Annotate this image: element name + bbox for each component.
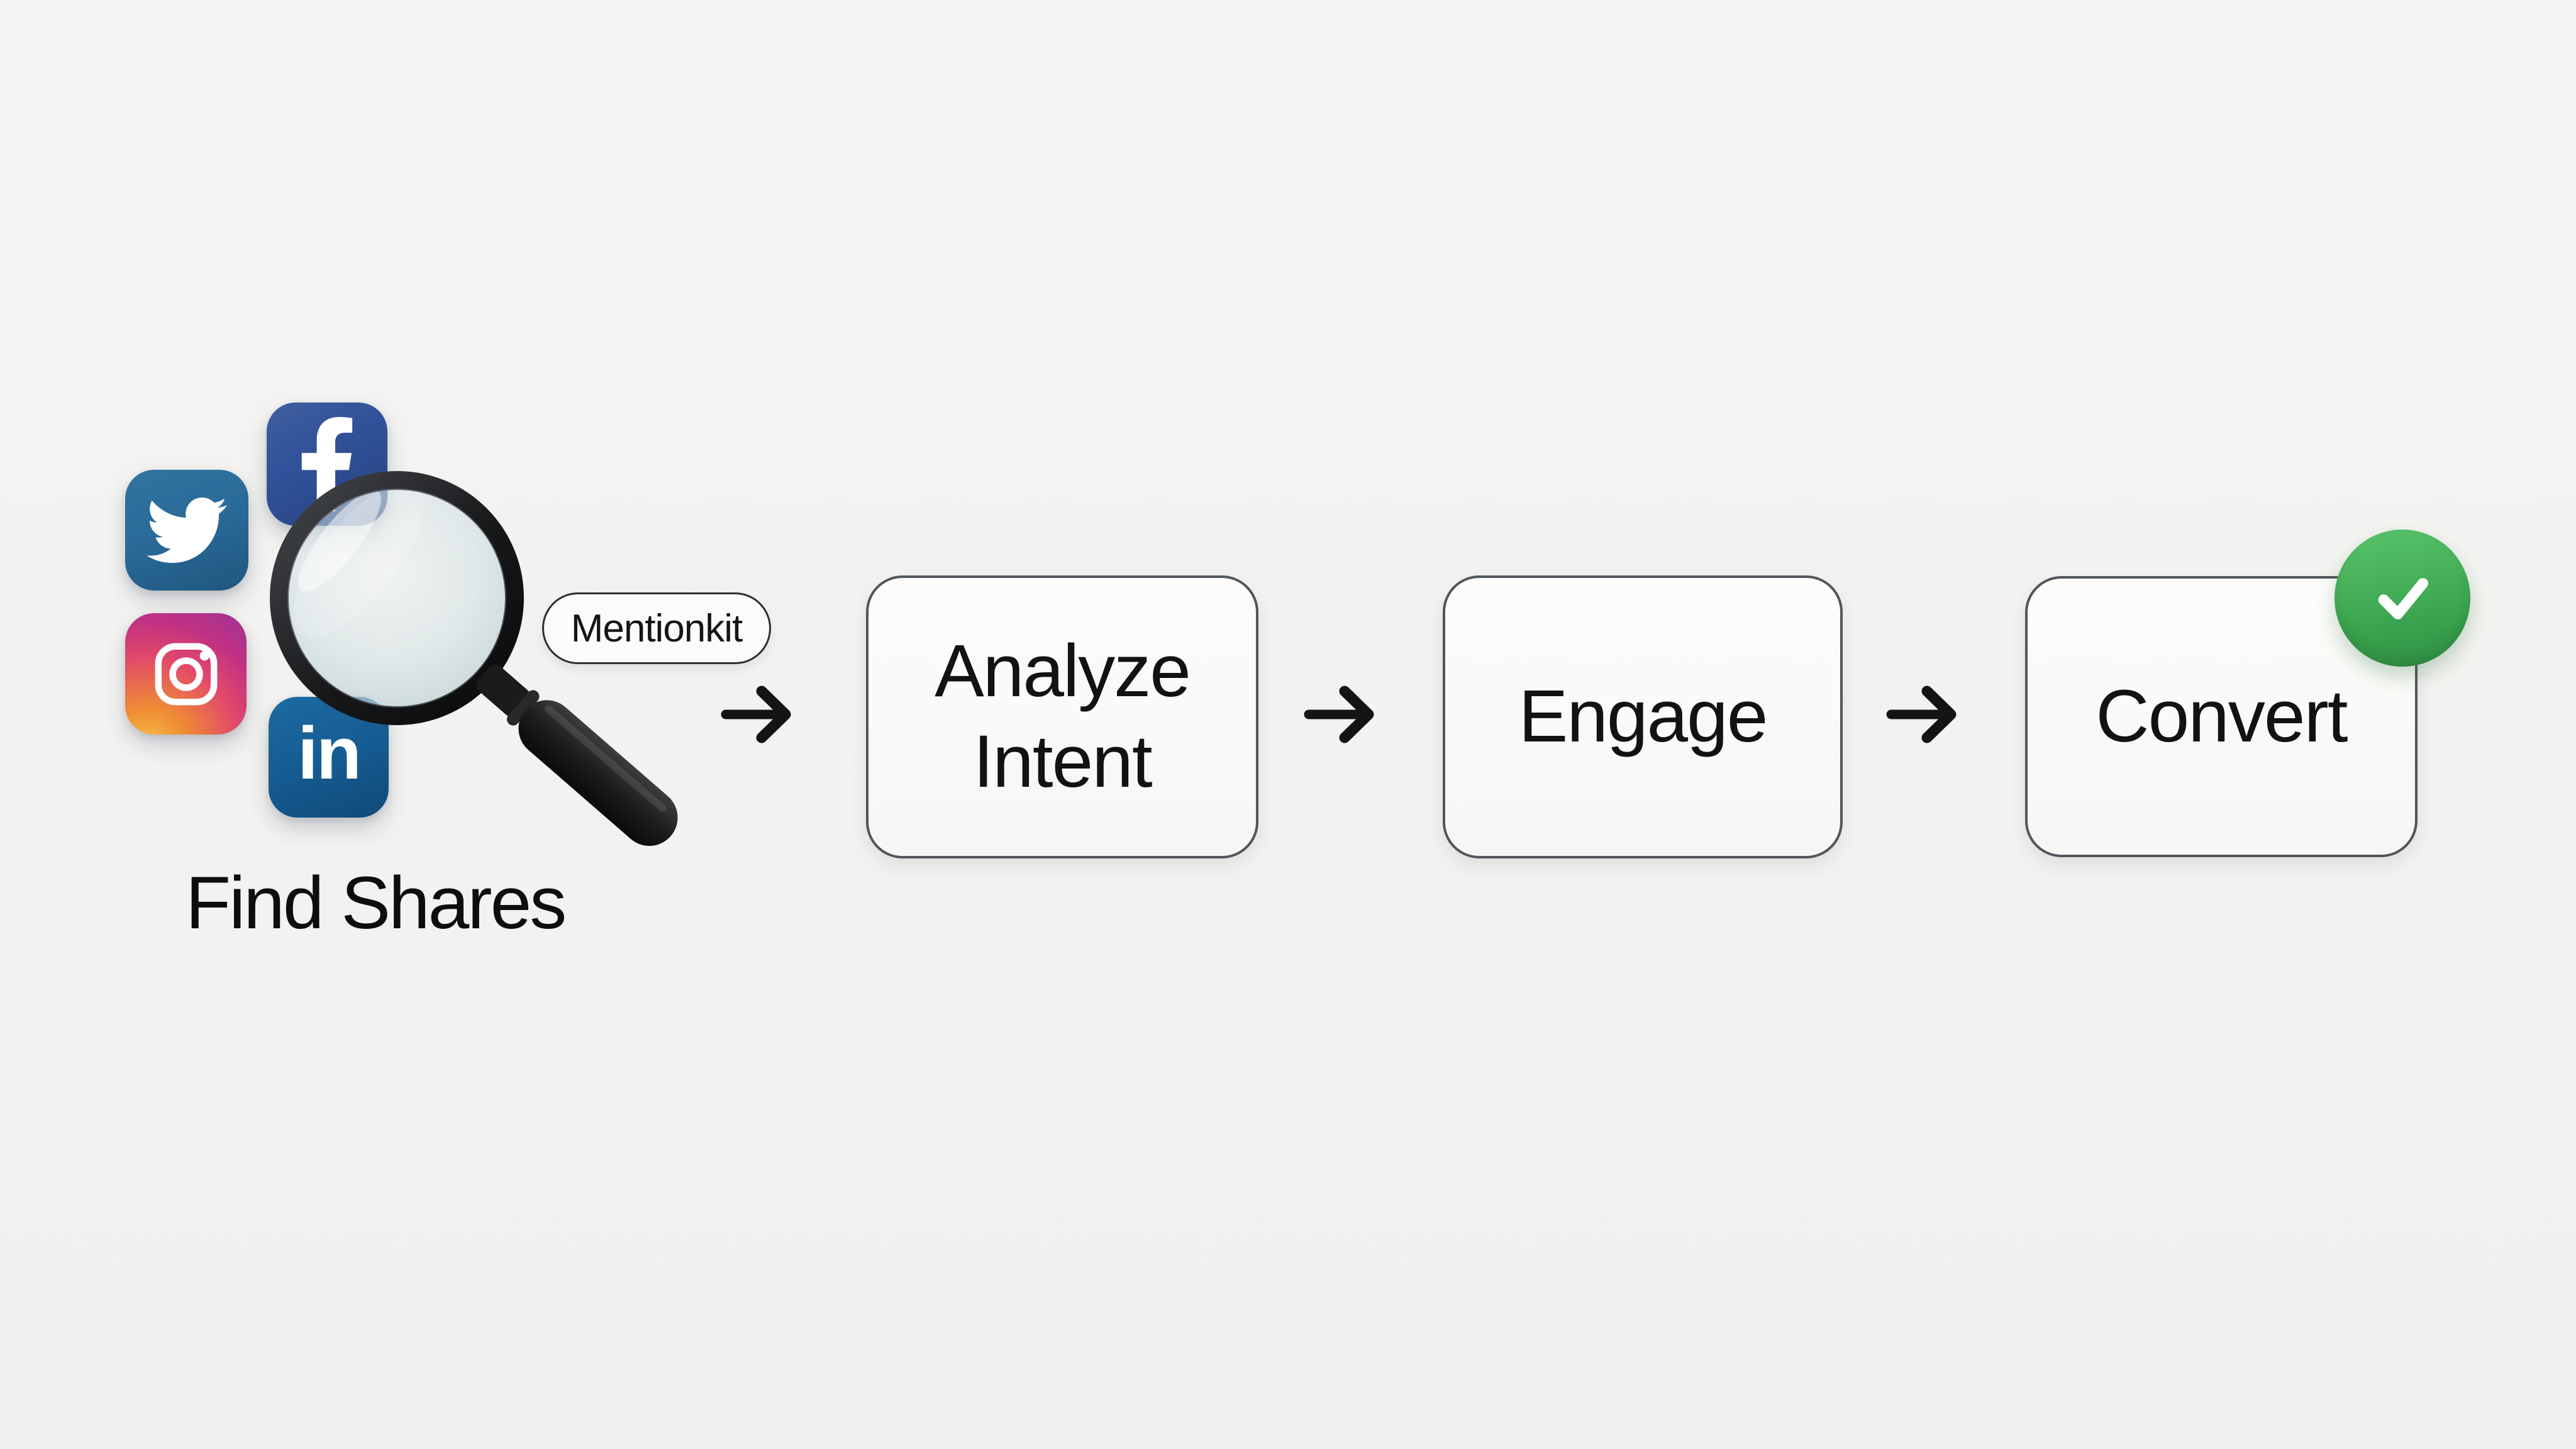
step-analyze-intent-label: Analyze Intent	[935, 630, 1191, 803]
flow-arrow-icon	[721, 686, 791, 743]
twitter-icon	[125, 470, 248, 591]
step-analyze-intent: Analyze Intent	[866, 575, 1258, 858]
success-check-icon	[2334, 530, 2470, 667]
step-engage: Engage	[1443, 575, 1843, 858]
flow-arrow-icon	[1886, 686, 1957, 743]
magnifying-glass-icon	[270, 471, 678, 847]
instagram-icon	[125, 613, 247, 735]
linkedin-icon: in	[269, 697, 389, 818]
step-engage-label: Engage	[1518, 675, 1768, 758]
linkedin-in-glyph: in	[297, 712, 362, 795]
flow-arrow-icon	[1304, 686, 1374, 743]
mentionkit-badge-label: Mentionkit	[570, 606, 743, 650]
find-shares-label: Find Shares	[186, 862, 567, 945]
step-convert: Convert	[2025, 530, 2470, 857]
step-convert-label: Convert	[2096, 674, 2348, 758]
mentionkit-badge: Mentionkit	[542, 592, 771, 664]
